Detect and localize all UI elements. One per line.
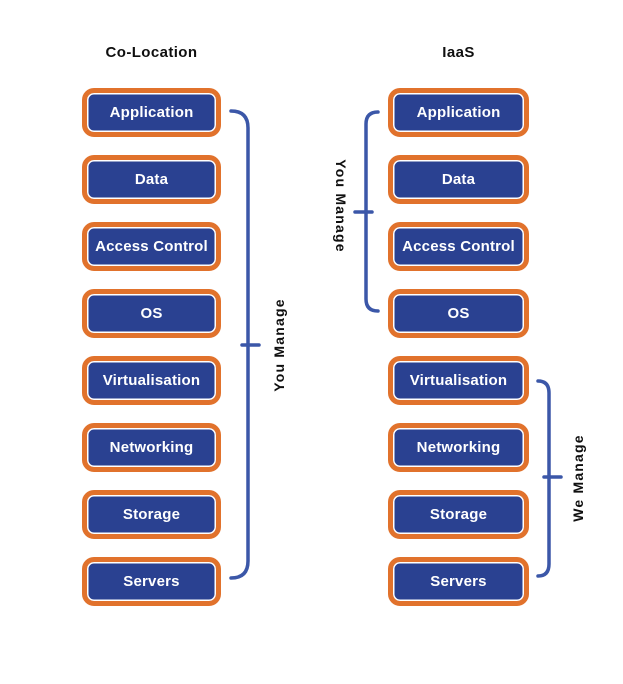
- iaas-layer-access-control: Access Control: [388, 222, 529, 271]
- colocation-layer-storage: Storage: [82, 490, 221, 539]
- iaas-title: IaaS: [442, 44, 475, 61]
- colocation-layer-os: OS: [82, 289, 221, 338]
- iaas-layer-storage: Storage: [388, 490, 529, 539]
- colocation-column: Application Data Access Control OS Virtu…: [82, 88, 221, 606]
- iaas-layer-os: OS: [388, 289, 529, 338]
- iaas-layer-virtualisation: Virtualisation: [388, 356, 529, 405]
- iaas-layer-data: Data: [388, 155, 529, 204]
- colocation-layer-application: Application: [82, 88, 221, 137]
- colocation-layer-virtualisation: Virtualisation: [82, 356, 221, 405]
- iaas-layer-networking: Networking: [388, 423, 529, 472]
- iaas-layer-servers: Servers: [388, 557, 529, 606]
- iaas-we-manage-brace-icon: [536, 379, 563, 578]
- iaas-layer-application: Application: [388, 88, 529, 137]
- colocation-layer-servers: Servers: [82, 557, 221, 606]
- iaas-you-manage-brace-icon: [353, 110, 380, 313]
- colocation-you-manage-label: You Manage: [271, 298, 287, 392]
- iaas-we-manage-label: We Manage: [570, 434, 586, 522]
- colocation-layer-networking: Networking: [82, 423, 221, 472]
- colocation-title: Co-Location: [105, 44, 198, 61]
- colocation-layer-access-control: Access Control: [82, 222, 221, 271]
- colocation-layer-data: Data: [82, 155, 221, 204]
- iaas-column: Application Data Access Control OS Virtu…: [388, 88, 529, 606]
- colocation-you-manage-brace-icon: [229, 109, 261, 580]
- iaas-you-manage-label: You Manage: [333, 159, 349, 253]
